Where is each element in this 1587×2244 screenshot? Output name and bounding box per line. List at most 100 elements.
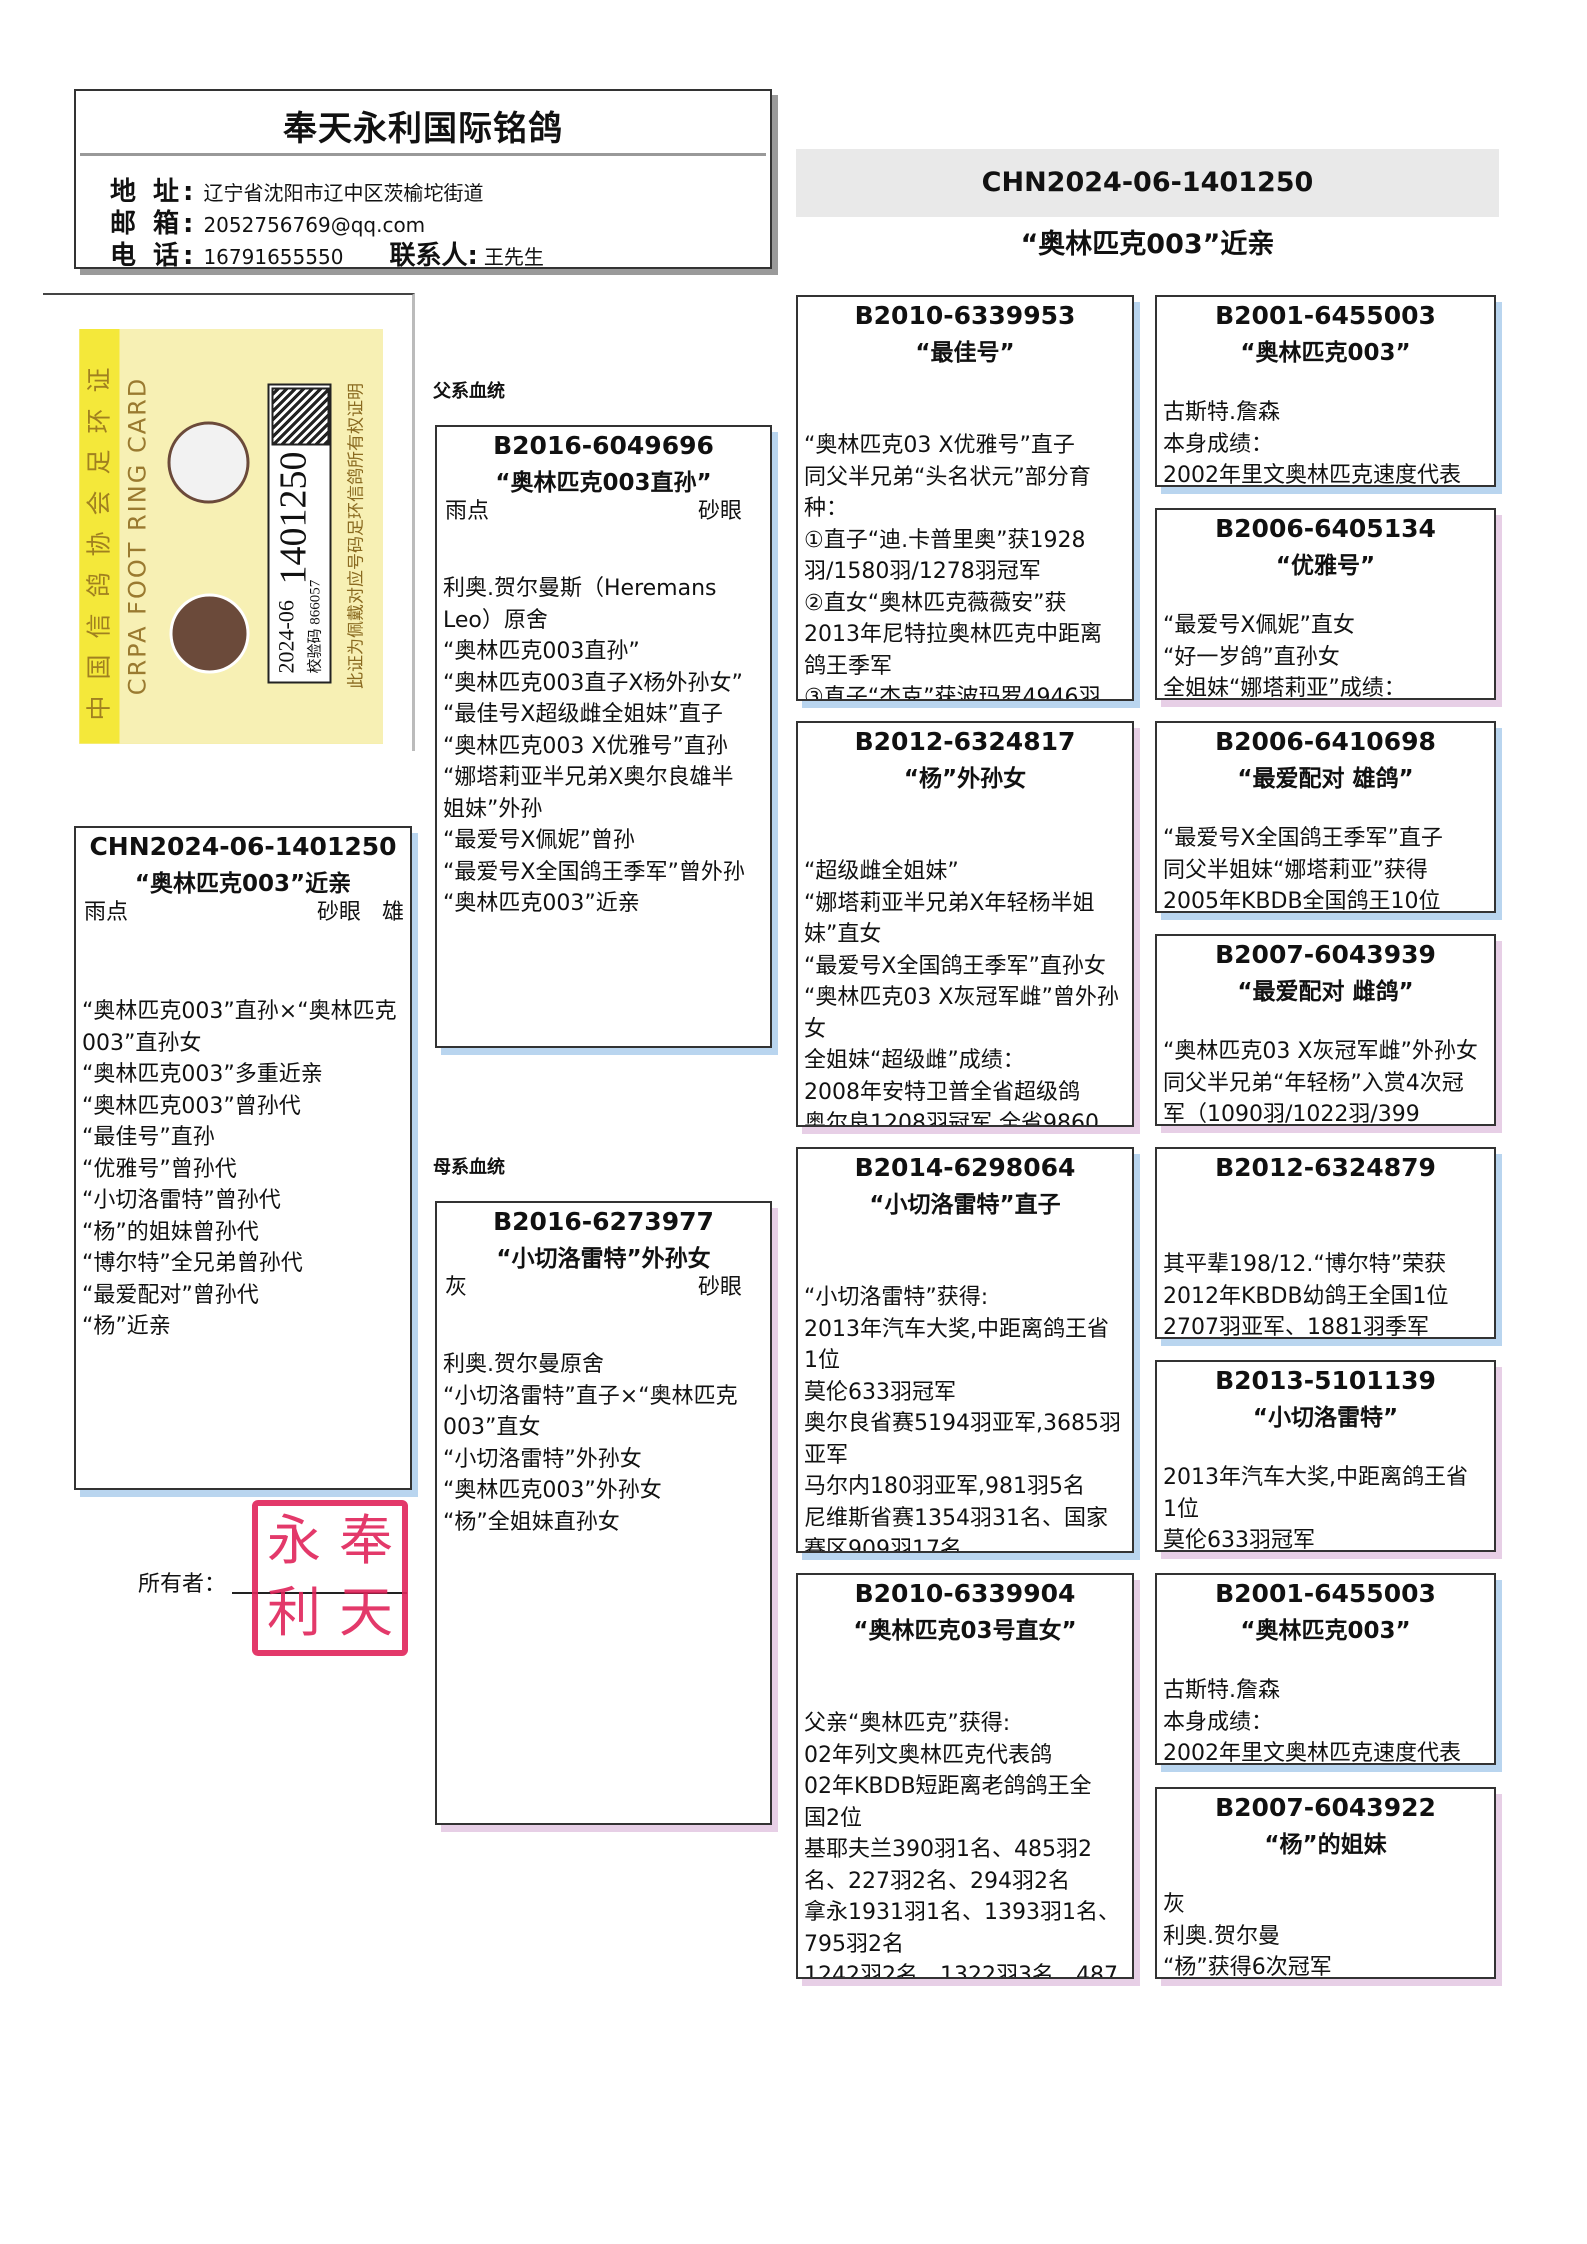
note-line: 2002年里文奥林匹克速度代表: [1163, 463, 1461, 487]
grandparent-box-name: “奥林匹克03号直女”: [853, 1618, 1077, 1644]
note-line: “奥林匹克03 X灰冠军雌”外孙女: [1163, 1039, 1478, 1064]
ring-card-band: 中国信鸽协会足环证: [79, 329, 120, 744]
phone-label: 电 话:: [110, 241, 198, 271]
note-line: 灰: [1163, 1892, 1186, 1917]
sire-section-label: 父系血统: [433, 381, 505, 402]
note-line: 亚军: [804, 1442, 849, 1468]
red-seal-stamp: 永奉利天: [252, 1500, 408, 1656]
pigeon-ring-banner: CHN2024-06-1401250: [796, 149, 1499, 217]
note-line: 名、227羽2名、294羽2名: [804, 1868, 1070, 1894]
phone: 16791655550: [203, 245, 344, 269]
crpa-logo-icon: [167, 421, 250, 504]
note-line: “最佳号”直孙: [82, 1125, 215, 1150]
note-line: 羽/1580羽/1278羽冠军: [804, 559, 1041, 584]
note-line: 马尔内180羽亚军,981羽5名: [804, 1474, 1085, 1499]
note-line: 全姐妹“超级雌”成绩：: [804, 1048, 1025, 1073]
note-line: 种：: [804, 496, 849, 521]
dam-eye: 砂眼: [697, 1275, 742, 1300]
loft-name: 奉天永利国际铭鸽: [283, 109, 563, 149]
great-grandparent-box: B2001-6455003“奥林匹克003”古斯特.詹森本身成绩：2002年里文…: [1155, 295, 1496, 487]
dam-ring: B2016-6273977: [493, 1207, 714, 1236]
contact: 王先生: [483, 245, 544, 269]
sire-name: “奥林匹克003直孙”: [495, 470, 712, 496]
email-label: 邮 箱:: [110, 209, 198, 239]
great-grandparent-box-ring: B2007-6043922: [1215, 1793, 1436, 1822]
dam-section-label: 母系血统: [433, 1157, 505, 1178]
loft-info-card: 奉天永利国际铭鸽 地 址:辽宁省沈阳市辽中区茨榆坨街道 邮 箱:20527567…: [74, 89, 772, 271]
grandparent-box-ring: B2014-6298064: [854, 1153, 1076, 1182]
owner-signature-line: [232, 1592, 407, 1594]
great-grandparent-box-name: “奥林匹克003”: [1240, 340, 1411, 366]
great-grandparent-box-ring: B2001-6455003: [1215, 1579, 1436, 1608]
note-line: 利奥.贺尔曼: [1163, 1923, 1280, 1949]
note-line: 拿永1931羽1名、1393羽1名、: [804, 1900, 1120, 1925]
note-line: “优雅号”曾孙代: [82, 1156, 237, 1182]
grandparent-box-name: “杨”外孙女: [903, 766, 1027, 792]
note-line: 1242羽2名、1322羽3名、487: [804, 1963, 1118, 1979]
sire-ring: B2016-6049696: [493, 431, 714, 460]
note-line: 莫伦633羽冠军: [1163, 1528, 1315, 1552]
note-line: 奥尔良省赛5194羽亚军,3685羽: [804, 1411, 1121, 1436]
grandparent-box: B2014-6298064“小切洛雷特”直子“小切洛雷特”获得:2013年汽车大…: [796, 1147, 1134, 1553]
address: 辽宁省沈阳市辽中区茨榆坨街道: [203, 181, 484, 205]
note-line: “奥林匹克003”外孙女: [443, 1478, 662, 1503]
note-line: “奥林匹克003”曾孙代: [82, 1093, 301, 1119]
great-grandparent-box-ring: B2001-6455003: [1215, 301, 1436, 330]
grandparent-box-name: “小切洛雷特”直子: [869, 1192, 1061, 1218]
great-grandparent-box-name: “杨”的姐妹: [1264, 1832, 1387, 1858]
great-grandparent-box-ring: B2006-6410698: [1215, 727, 1436, 756]
note-line: 同父半姐妹“娜塔莉亚”获得: [1163, 857, 1428, 883]
note-line: “最爱号X佩妮”直女: [1163, 613, 1355, 638]
note-line: “最爱号X全国鸽王季军”曾外孙: [443, 859, 745, 885]
note-line: 2707羽亚军、1881羽季军: [1163, 1315, 1429, 1339]
note-line: 赛区909羽17名: [804, 1537, 962, 1553]
note-line: “娜塔莉亚半兄弟X年轻杨半姐: [804, 890, 1095, 916]
note-line: 795羽2名: [804, 1931, 904, 1957]
great-grandparent-box: B2006-6410698“最爱配对 雄鸽”“最爱号X全国鸽王季军”直子同父半姐…: [1155, 721, 1496, 913]
pigeon-title: “奥林匹克003”近亲: [1020, 229, 1275, 260]
note-line: 姐妹”外孙: [443, 796, 543, 822]
great-grandparent-box-notes: “最爱号X佩妮”直女 “好一岁鸽”直孙女全姐妹“娜塔莉亚”成绩：: [1163, 610, 1490, 700]
note-line: 本身成绩：: [1163, 1709, 1274, 1735]
note-line: 2008年安特卫普全省超级鸽: [804, 1079, 1080, 1105]
note-line: “博尔特”全兄弟曾孙代: [82, 1251, 303, 1276]
note-line: “最爱号X全国鸽王季军”直孙女: [804, 953, 1106, 979]
email: 2052756769@qq.com: [203, 213, 426, 237]
note-line: “小切洛雷特”获得:: [804, 1285, 989, 1310]
note-line: 古斯特.詹森: [1163, 400, 1280, 425]
great-grandparent-box-ring: B2006-6405134: [1215, 514, 1436, 543]
note-line: 2002年里文奥林匹克速度代表: [1163, 1741, 1461, 1765]
note-line: 2012年KBDB幼鸽王全国1位: [1163, 1283, 1449, 1309]
note-line: 尼维斯省赛1354羽31名、国家: [804, 1505, 1108, 1531]
note-line: “杨”的姐妹曾孙代: [82, 1219, 259, 1245]
note-line: 2013年尼特拉奥林匹克中距离: [804, 622, 1102, 647]
grandparent-box: B2010-6339904 “奥林匹克03号直女” 父亲“奥林匹克”获得:02年列文…: [796, 1573, 1134, 1979]
great-grandparent-box-name: “小切洛雷特”: [1252, 1405, 1399, 1431]
sire-eye: 砂眼: [697, 499, 742, 524]
subject-ring: CHN2024-06-1401250: [89, 832, 397, 861]
note-line: 02年KBDB短距离老鸽鸽王全: [804, 1774, 1092, 1799]
check-code: 校验码 866057: [307, 579, 324, 674]
globe-logo-icon: [169, 593, 250, 674]
note-line: 1位: [1163, 1496, 1199, 1522]
note-line: 古斯特.詹森: [1163, 1678, 1280, 1703]
note-line: 全姐妹“娜塔莉亚”成绩：: [1163, 676, 1406, 700]
note-line: 同父半兄弟“头名状元”部分育: [804, 464, 1091, 490]
note-line: “小切洛雷特”直子×“奥林匹克: [443, 1383, 738, 1409]
note-line: “最爱配对”曾孙代: [82, 1282, 259, 1308]
great-grandparent-box-name: “最爱配对 雄鸽”: [1237, 766, 1414, 792]
dam-color: 灰: [445, 1275, 468, 1300]
subject-name: “奥林匹克003”近亲: [134, 871, 352, 897]
great-grandparent-box-ring: B2007-6043939: [1215, 940, 1436, 969]
ring-number-box: 2024-06 校验码 866057 1401250: [267, 383, 332, 684]
note-line: 莫伦633羽冠军: [804, 1379, 956, 1405]
note-line: 女: [804, 1016, 827, 1042]
grandparent-box-ring: B2010-6339904: [854, 1579, 1076, 1608]
note-line: “好一岁鸽”直孙女: [1163, 644, 1340, 670]
